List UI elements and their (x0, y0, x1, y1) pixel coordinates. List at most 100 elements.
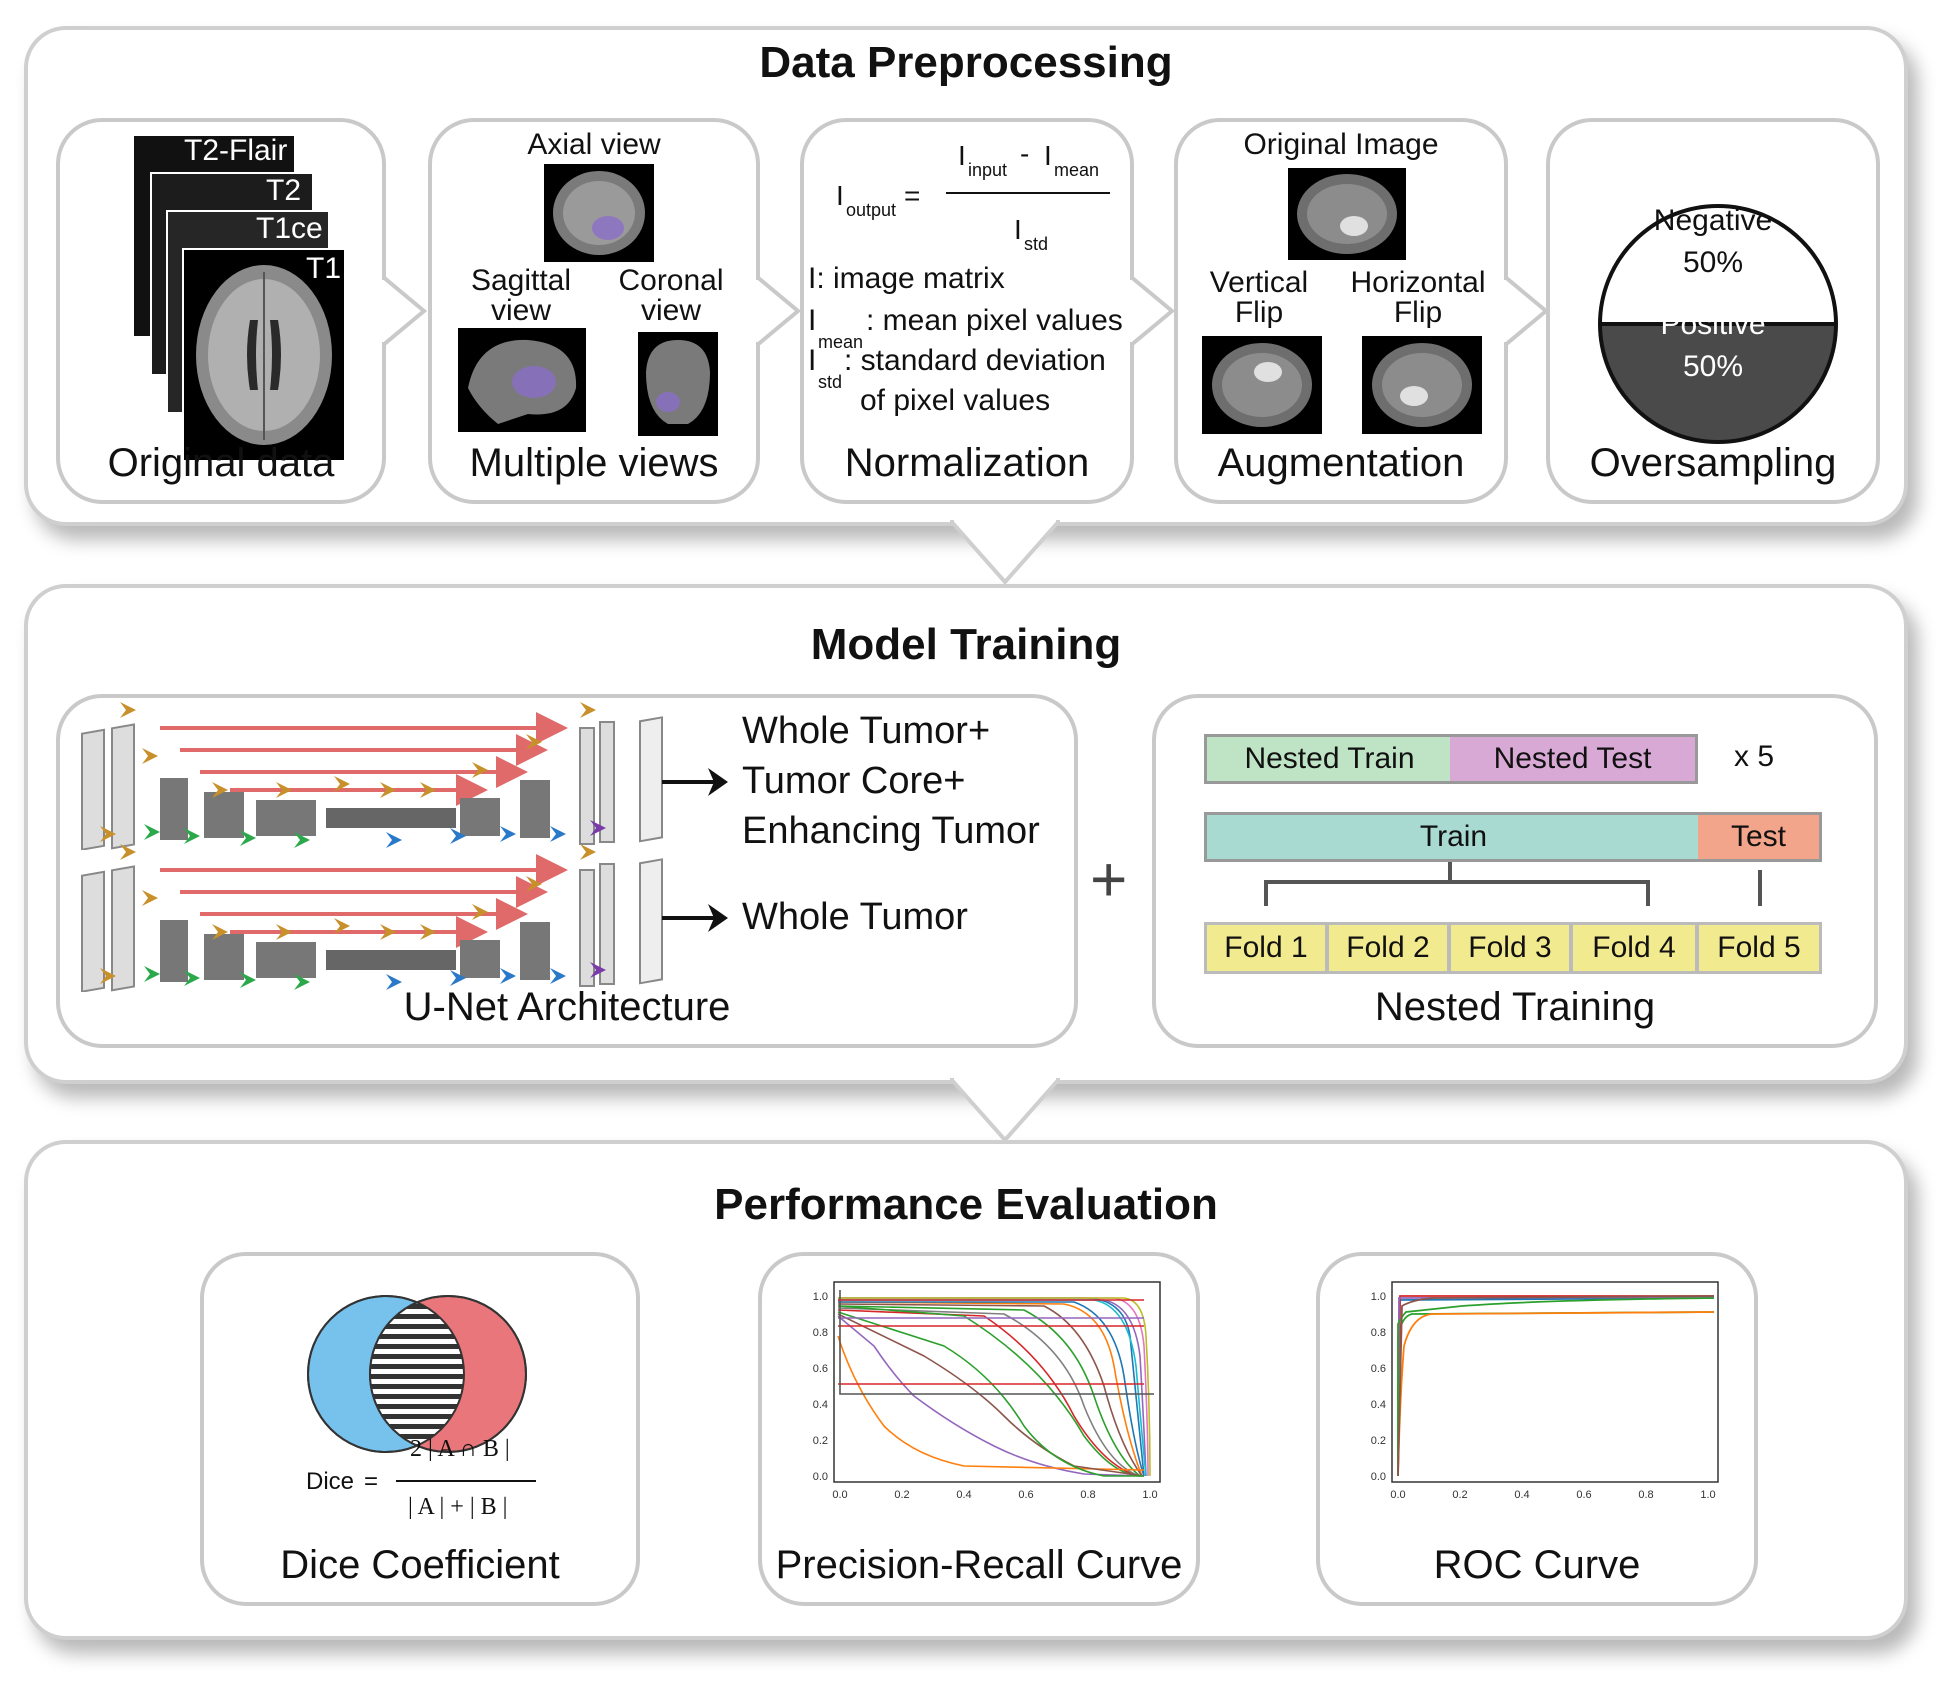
y-tick-label: 0.0 (1371, 1471, 1386, 1483)
augmentation-label: Augmentation (1217, 441, 1465, 485)
dice-coefficient-label: Dice Coefficient (280, 1543, 560, 1587)
normalization-def-std-sub: std (818, 372, 843, 392)
y-tick-label: 1.0 (1371, 1291, 1386, 1303)
test-bar: Test (1698, 812, 1822, 862)
roc-curve-label: ROC Curve (1433, 1543, 1641, 1587)
normalization-label: Normalization (844, 441, 1090, 485)
coronal-view-label: Coronal view (618, 264, 724, 327)
data-preprocessing-title: Data Preprocessing (759, 38, 1173, 87)
modality-label-t1: T1 (306, 252, 342, 285)
normalization-def-mean-symbol: I (808, 304, 817, 337)
formula-minus: - (1020, 138, 1030, 169)
dice-denominator: | A | + | B | (408, 1494, 508, 1520)
positive-label: Positive (1660, 308, 1766, 341)
unet-card: Whole Tumor+ Tumor Core+ Enhancing Tumor… (56, 694, 1078, 1048)
x-tick-label: 1.0 (1700, 1489, 1715, 1501)
formula-sub-mean: mean (1054, 160, 1100, 180)
y-tick-label: 0.8 (1371, 1327, 1386, 1339)
dice-card: Dice = 2 | A ∩ B | | A | + | B | Dice Co… (200, 1252, 640, 1606)
positive-percent: 50% (1682, 350, 1744, 383)
nested-train-bar: Nested Train (1204, 734, 1452, 784)
nested-training-label: Nested Training (1374, 985, 1656, 1029)
original-image (1288, 168, 1406, 260)
train-bar: Train (1204, 812, 1700, 862)
y-tick-label: 0.0 (813, 1471, 828, 1483)
output-label-whole-tumor: Whole Tumor (742, 896, 968, 938)
formula-i-output: I (836, 180, 844, 211)
chevron-right-icon (1130, 274, 1176, 348)
modality-label-t2flair: T2-Flair (184, 134, 288, 167)
chevron-right-icon (382, 274, 428, 348)
nested-training-card: Nested Train Nested Test x 5 Train Test … (1152, 694, 1878, 1048)
formula-sub-input: input (968, 160, 1008, 180)
dice-fraction-line (396, 1480, 536, 1482)
nested-test-bar: Nested Test (1450, 734, 1698, 784)
down-arrow-icon (950, 1078, 1060, 1144)
x-tick-label: 0.6 (1018, 1489, 1033, 1501)
output-arrow-icon (662, 904, 728, 932)
model-training-title: Model Training (810, 620, 1122, 669)
x-tick-label: 0.0 (832, 1489, 847, 1501)
oversampling-label: Oversampling (1589, 441, 1837, 485)
x-tick-label: 0.4 (956, 1489, 971, 1501)
x-tick-label: 0.8 (1638, 1489, 1653, 1501)
coronal-view-image (638, 332, 718, 436)
x-tick-label: 0.8 (1080, 1489, 1095, 1501)
modality-label-t2: T2 (266, 174, 302, 207)
plus-sign: + (1090, 843, 1128, 915)
y-tick-label: 0.4 (813, 1399, 828, 1411)
x-tick-label: 0.2 (1452, 1489, 1467, 1501)
vertical-flip-label: Vertical Flip (1209, 266, 1309, 329)
vertical-flip-image (1202, 336, 1322, 434)
formula-i-std: I (1014, 214, 1022, 245)
repeat-times-label: x 5 (1734, 740, 1775, 773)
fold-5: Fold 5 (1696, 922, 1822, 974)
oversampling-card: Negative 50% Positive 50% Oversampling (1546, 118, 1880, 504)
normalization-def-std-cont: of pixel values (860, 384, 1051, 417)
fold-1: Fold 1 (1204, 922, 1328, 974)
y-tick-label: 0.2 (1371, 1435, 1386, 1447)
normalization-card: I output = I input - I mean I std I: ima… (800, 118, 1134, 504)
y-tick-label: 0.4 (1371, 1399, 1386, 1411)
x-tick-label: 1.0 (1142, 1489, 1157, 1501)
unet-architecture-label: U-Net Architecture (403, 985, 731, 1029)
sagittal-view-image (458, 328, 586, 432)
y-tick-label: 0.6 (1371, 1363, 1386, 1375)
formula-fraction-line (946, 192, 1110, 194)
normalization-def-mean-text: : mean pixel values (866, 304, 1123, 337)
original-data-label: Original data (107, 441, 335, 485)
dice-numerator: 2 | A ∩ B | (410, 1436, 510, 1462)
x-tick-label: 0.2 (894, 1489, 909, 1501)
precision-recall-label: Precision-Recall Curve (775, 1543, 1183, 1587)
fold-3: Fold 3 (1448, 922, 1572, 974)
x-tick-label: 0.4 (1514, 1489, 1529, 1501)
fold-4: Fold 4 (1570, 922, 1698, 974)
formula-i-input: I (958, 140, 966, 171)
x-tick-label: 0.0 (1390, 1489, 1405, 1501)
original-data-card: T2-Flair T2 T1ce T1 Original data (56, 118, 386, 504)
output-label-tumor-core-plus: Tumor Core+ (742, 760, 966, 802)
venn-diagram (307, 1295, 527, 1453)
axial-view-image (544, 164, 654, 262)
horizontal-flip-image (1362, 336, 1482, 434)
normalization-def-std-symbol: I (808, 344, 817, 377)
fold-2: Fold 2 (1326, 922, 1450, 974)
augmentation-card: Original Image Vertical Flip Horizontal … (1174, 118, 1508, 504)
axial-view-label: Axial view (527, 128, 661, 161)
oversampling-pie (1598, 204, 1838, 444)
normalization-def-std-text: : standard deviation (844, 344, 1106, 377)
multiple-views-card: Axial view Sagittal view Coronal view Mu… (428, 118, 760, 504)
y-tick-label: 0.6 (813, 1363, 828, 1375)
formula-i-mean: I (1044, 140, 1052, 171)
normalization-formula: I output = I input - I mean I std (804, 122, 1134, 282)
t1-slice (182, 248, 346, 462)
output-label-enhancing-tumor: Enhancing Tumor (742, 810, 1040, 852)
normalization-def-mean-sub: mean (818, 332, 864, 352)
y-tick-label: 0.8 (813, 1327, 828, 1339)
formula-equals: = (904, 180, 921, 211)
unet-diagram-2 (81, 844, 663, 992)
